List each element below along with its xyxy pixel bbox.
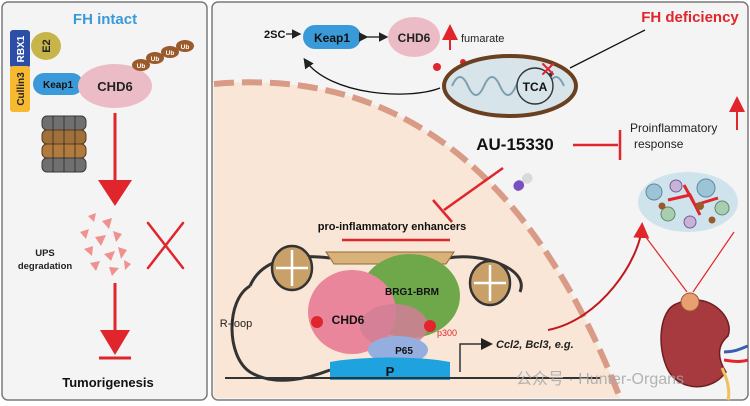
e2-blob — [31, 32, 61, 60]
fumarate-label: fumarate — [461, 33, 504, 45]
promoter-p-block — [330, 357, 450, 380]
cullin3-label: Cullin3 — [16, 72, 27, 106]
chromatin-remodeling-complex — [308, 254, 460, 364]
immune-cell-cluster-icon — [638, 172, 738, 232]
drug-label: AU-15330 — [476, 135, 554, 154]
fh-deficiency-pointer — [569, 29, 646, 69]
cullin3-block — [10, 66, 30, 112]
succination-arrow — [303, 57, 441, 95]
p300-red-dot — [424, 320, 436, 332]
ub-label: Ub — [181, 44, 190, 51]
ub-bead — [176, 40, 194, 52]
ub-bead — [146, 52, 164, 64]
ub-label: Ub — [137, 63, 146, 70]
zoom-line-right — [692, 231, 735, 293]
enhancers-label: pro-inflammatory enhancers — [318, 221, 467, 233]
nucleosome-right-icon — [468, 259, 512, 307]
proinflammatory-label-line1: Proinflammatory — [630, 121, 717, 135]
keap1-label-top: Keap1 — [314, 31, 350, 45]
chd6-overlap — [360, 304, 428, 348]
chd6-blob — [78, 64, 152, 108]
drug-capsule-icon — [513, 173, 533, 191]
nuclear-envelope — [213, 79, 623, 400]
r-loop-dna — [230, 284, 331, 382]
rbx1-label: RBX1 — [16, 35, 27, 62]
degradation-arrow-head — [98, 180, 132, 206]
p65-label: P65 — [395, 346, 413, 357]
proteasome-icon — [41, 115, 87, 173]
chd6-complex-label: CHD6 — [332, 313, 365, 327]
e2-label: E2 — [41, 39, 53, 52]
right-panel-title: FH deficiency — [641, 9, 739, 26]
chd6-label: CHD6 — [97, 79, 132, 94]
rbx1-block — [10, 30, 30, 68]
zoom-line-left — [641, 231, 688, 293]
chd6-label-top: CHD6 — [398, 31, 431, 45]
chd6-red-dot — [311, 316, 323, 328]
ub-label: Ub — [166, 50, 175, 57]
gene-to-response-arrow — [547, 222, 650, 331]
two-sc-label: 2SC — [264, 29, 285, 41]
r-loop-label: R-loop — [220, 318, 252, 330]
transcription-arrow — [459, 338, 493, 372]
left-panel-title: FH intact — [73, 11, 137, 28]
ub-bead — [161, 46, 179, 58]
ups-label-line2: degradation — [18, 261, 73, 272]
block-x-icon — [146, 221, 185, 270]
left-panel-frame — [1, 1, 208, 401]
brg1-brm-label: BRG1-BRM — [385, 287, 439, 298]
ub-bead — [132, 59, 150, 71]
protein-fragments — [80, 213, 131, 276]
enhancer-inhibit-line — [443, 166, 504, 212]
tca-label: TCA — [523, 80, 548, 94]
tumor-arrow-head — [100, 330, 130, 355]
ups-label-line1: UPS — [35, 248, 55, 259]
promoter-p-label: P — [386, 364, 395, 379]
ub-ligase-complex: RBX1 E2 Cullin3 Keap1 CHD6 — [10, 30, 152, 112]
watermark-text: 公众号 · Hunter-Organs — [516, 370, 684, 388]
mitochondrion-icon — [442, 54, 578, 118]
chd6-blob-top — [388, 17, 440, 57]
ubiquitin-chain: Ub Ub Ub Ub — [132, 40, 194, 71]
ub-label: Ub — [151, 56, 160, 63]
nucleosome-left-icon — [270, 244, 314, 292]
target-genes-label: Ccl2, Bcl3, e.g. — [496, 339, 574, 351]
keap1-label: Keap1 — [43, 80, 73, 91]
proinflammatory-label-line2: response — [634, 137, 684, 151]
enhancer-inhibit-bar — [432, 199, 453, 223]
tumorigenesis-label: Tumorigenesis — [62, 375, 154, 390]
keap1-pill — [33, 73, 83, 95]
left-panel: FH intact RBX1 E2 Cullin3 Keap1 CHD6 Ub … — [1, 1, 208, 401]
tca-block-x-icon — [542, 63, 554, 75]
right-panel: FH deficiency 2SC Keap1 CHD6 fumarate TC… — [211, 1, 749, 401]
p300-label: p300 — [437, 328, 457, 338]
p65-blob — [368, 336, 428, 364]
keap1-pill-top — [303, 25, 361, 49]
kidney-icon — [660, 292, 749, 401]
